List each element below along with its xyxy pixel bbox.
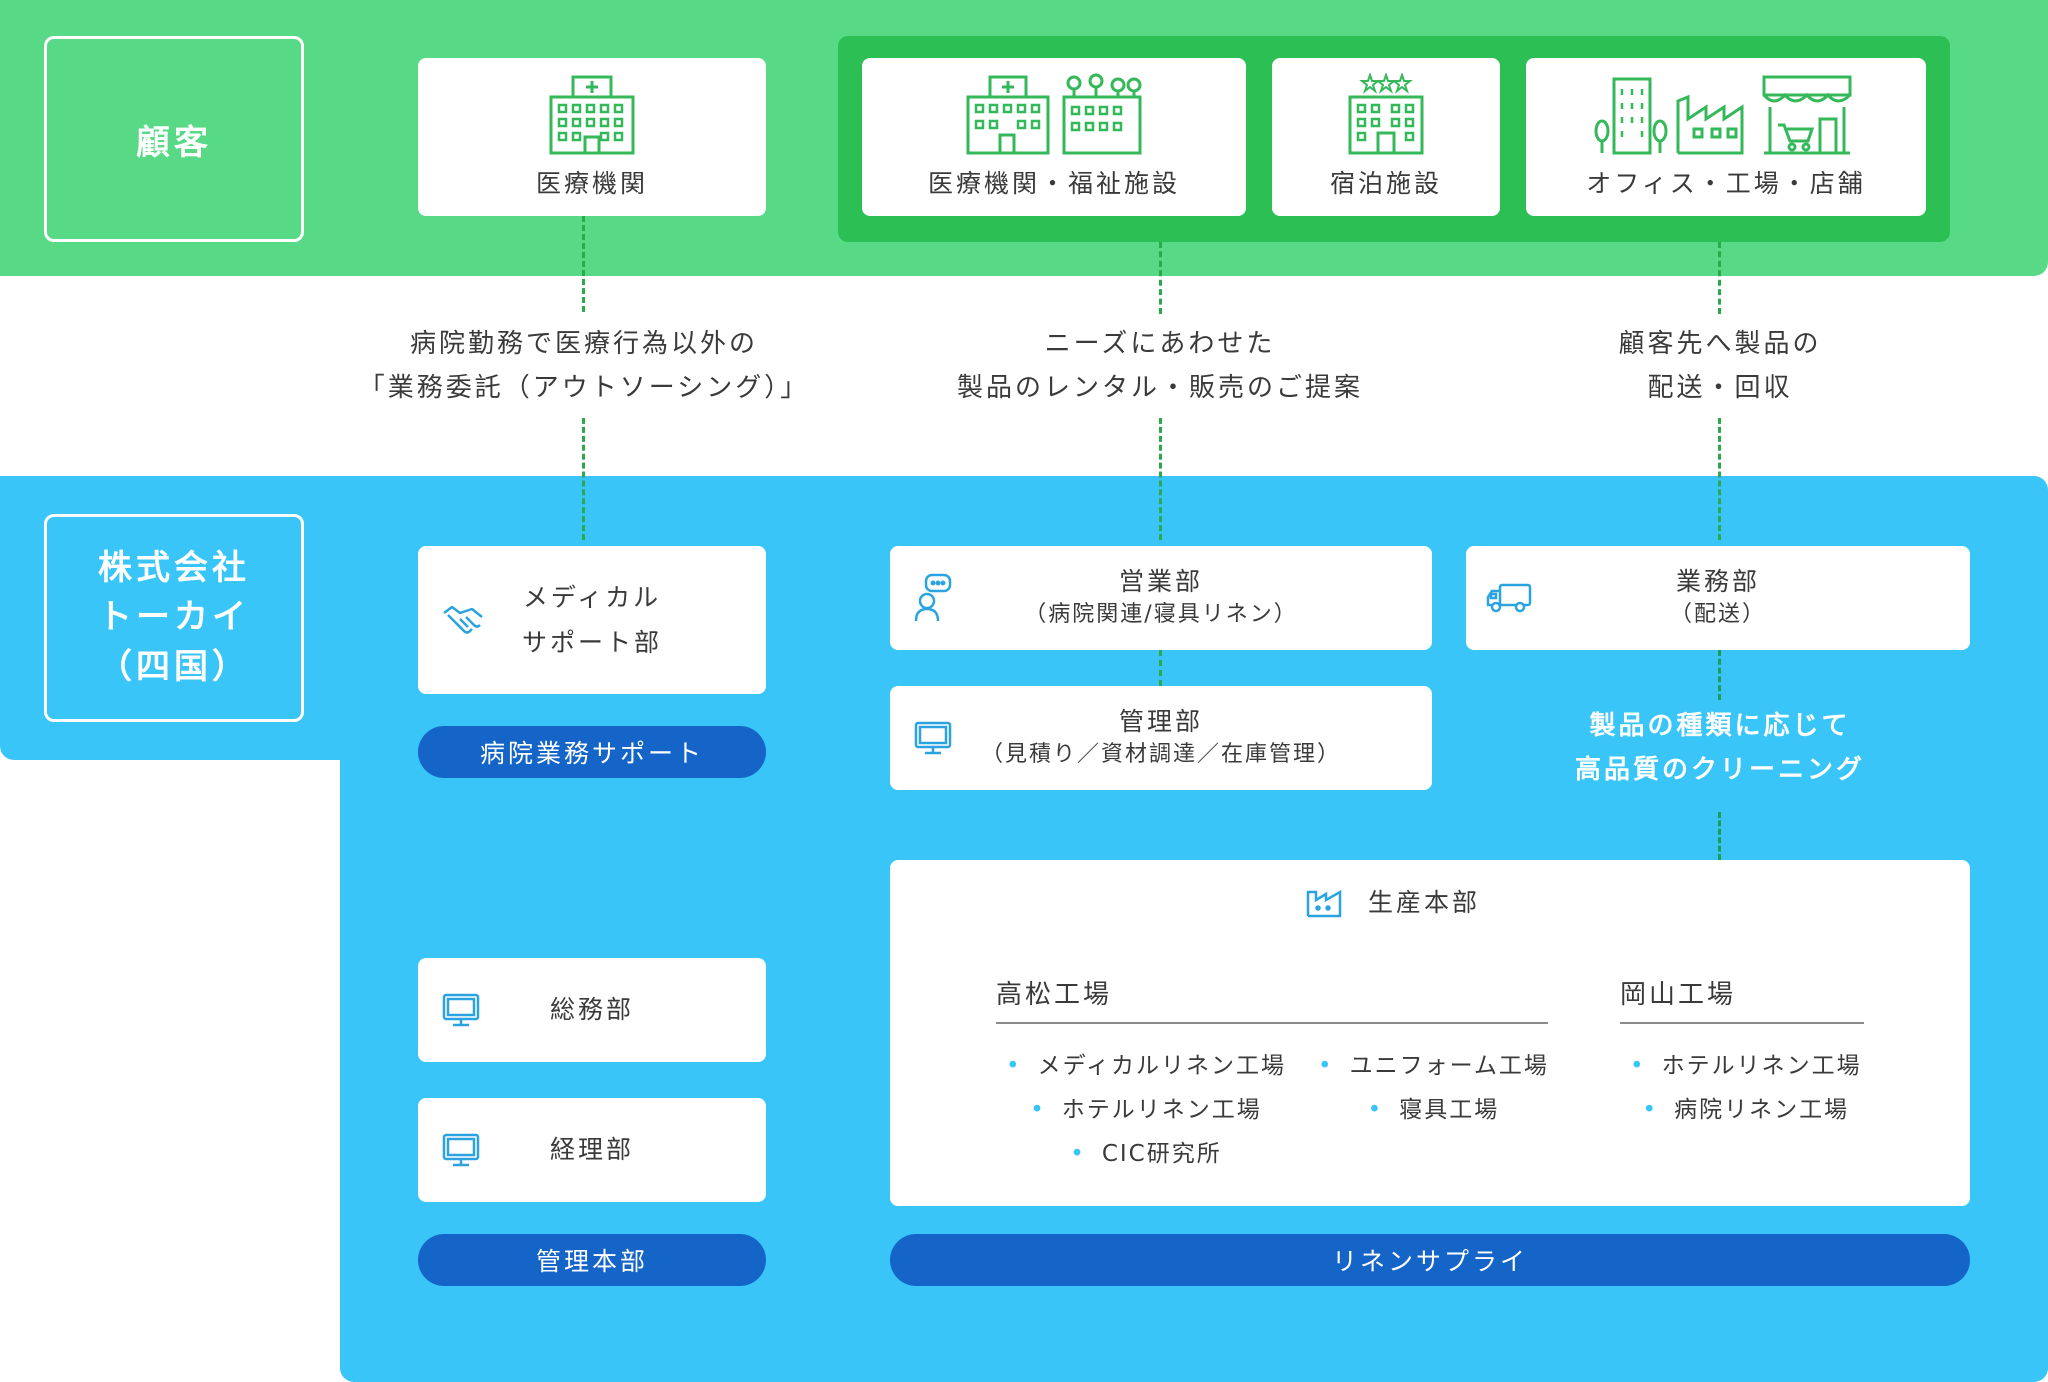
monitor-icon [442, 993, 480, 1027]
dept-accounting-title: 経理部 [549, 1135, 634, 1165]
connector-line [1718, 812, 1721, 860]
dept-medical-support: メディカル サポート部 [418, 546, 766, 694]
handshake-icon [442, 603, 484, 637]
plant-takamatsu-rule [996, 1022, 1548, 1024]
production-header: 生産本部 [1306, 886, 1480, 920]
hospital-and-welfare-icon [964, 73, 1144, 157]
company-label: 株式会社 トーカイ （四国） [44, 514, 304, 722]
customer-card-label: 医療機関 [535, 169, 648, 199]
dept-operations-title: 業務部 [1675, 567, 1760, 597]
dept-medical-support-line: メディカル [522, 583, 662, 612]
list-item: ホテルリネン工場 [1006, 1088, 1286, 1132]
dept-sales-sub: （病院関連/寝具リネン） [1024, 601, 1298, 627]
pill-hospital-support: 病院業務サポート [418, 726, 766, 778]
plant-okayama-rule [1620, 1022, 1864, 1024]
hotel-icon [1344, 73, 1428, 157]
factory-icon [1306, 888, 1342, 918]
customer-card-office: オフィス・工場・店舗 [1526, 58, 1926, 216]
company-label-line: （四国） [98, 646, 250, 687]
customer-card-welfare: 医療機関・福祉施設 [862, 58, 1246, 216]
office-factory-store-icon [1594, 73, 1858, 157]
dept-sales: 営業部 （病院関連/寝具リネン） [890, 546, 1432, 650]
connector-line [1718, 418, 1721, 540]
dept-production-hq: 生産本部 高松工場 メディカルリネン工場 ホテルリネン工場 CIC研究所 ユニフ… [890, 860, 1970, 1206]
company-label-line: トーカイ [98, 597, 250, 638]
link-caption-rental: ニーズにあわせた 製品のレンタル・販売のご提案 [956, 329, 1363, 404]
connector-line [1159, 242, 1162, 314]
customer-card-label: オフィス・工場・店舗 [1586, 169, 1866, 199]
pill-admin-hq: 管理本部 [418, 1234, 766, 1286]
dept-general-affairs-title: 総務部 [549, 995, 634, 1025]
list-item: CIC研究所 [1006, 1132, 1286, 1176]
company-label-line: 株式会社 [98, 548, 250, 589]
link-caption-cleaning: 製品の種類に応じて 高品質のクリーニング [1574, 711, 1865, 786]
list-item: 病院リネン工場 [1630, 1088, 1862, 1132]
connector-line [1159, 418, 1162, 540]
speech-bubble-person-icon [914, 573, 952, 623]
connector-line [1718, 242, 1721, 314]
dept-management: 管理部 （見積り／資材調達／在庫管理） [890, 686, 1432, 790]
dept-management-title: 管理部 [1118, 707, 1203, 737]
plant-okayama-list: ホテルリネン工場 病院リネン工場 [1630, 1044, 1862, 1132]
plant-takamatsu-list-2: ユニフォーム工場 寝具工場 [1318, 1044, 1549, 1132]
list-item: ユニフォーム工場 [1318, 1044, 1549, 1088]
pill-linen-supply: リネンサプライ [890, 1234, 1970, 1286]
dept-operations: 業務部 （配送） [1466, 546, 1970, 650]
customer-card-hotel: 宿泊施設 [1272, 58, 1500, 216]
list-item: ホテルリネン工場 [1630, 1044, 1862, 1088]
truck-icon [1486, 583, 1532, 613]
customer-card-label: 宿泊施設 [1329, 169, 1442, 199]
plant-takamatsu-title: 高松工場 [996, 980, 1113, 1010]
monitor-icon [442, 1133, 480, 1167]
plant-okayama-title: 岡山工場 [1620, 980, 1737, 1010]
dept-medical-support-line: サポート部 [521, 628, 662, 657]
connector-line [1159, 650, 1162, 686]
plant-takamatsu-list-1: メディカルリネン工場 ホテルリネン工場 CIC研究所 [1006, 1044, 1286, 1176]
customer-label-text: 顧客 [136, 122, 212, 163]
connector-line [1718, 650, 1721, 700]
dept-sales-title: 営業部 [1118, 567, 1203, 597]
link-caption-delivery: 顧客先へ製品の 配送・回収 [1618, 329, 1822, 404]
hospital-icon [547, 73, 637, 157]
production-title: 生産本部 [1368, 888, 1481, 917]
dept-accounting: 経理部 [418, 1098, 766, 1202]
list-item: 寝具工場 [1318, 1088, 1549, 1132]
dept-operations-sub: （配送） [1669, 601, 1766, 627]
customer-card-label: 医療機関・福祉施設 [927, 169, 1180, 199]
dept-management-sub: （見積り／資材調達／在庫管理） [980, 741, 1341, 767]
link-caption-outsourcing: 病院勤務で医療行為以外の 「業務委託（アウトソーシング）」 [358, 329, 810, 404]
connector-line [582, 418, 585, 540]
dept-general-affairs: 総務部 [418, 958, 766, 1062]
list-item: メディカルリネン工場 [1006, 1044, 1286, 1088]
connector-line [582, 216, 585, 312]
monitor-icon [914, 721, 952, 755]
customer-label: 顧客 [44, 36, 304, 242]
customer-card-medical: 医療機関 [418, 58, 766, 216]
